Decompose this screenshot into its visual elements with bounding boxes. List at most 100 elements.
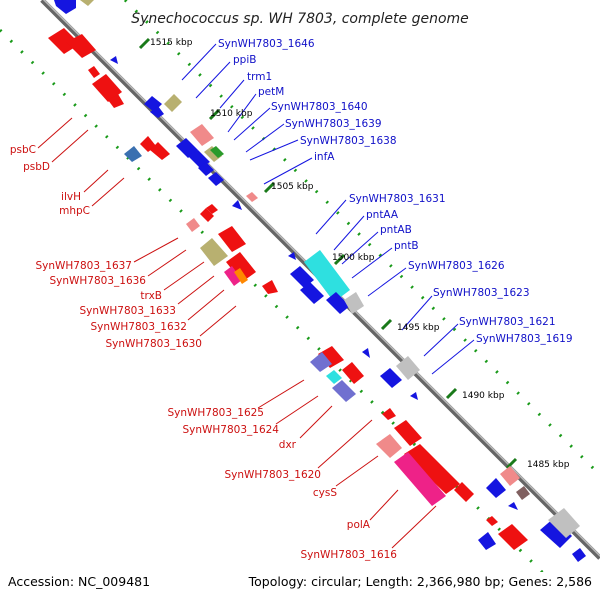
gene-arrow[interactable] [394,420,422,446]
gene-arrow[interactable] [332,380,356,402]
gene-label[interactable]: petM [258,86,284,98]
gene-arrow[interactable] [454,482,474,502]
gene-label[interactable]: ilvH [61,191,81,203]
gene-arrow[interactable] [410,392,418,400]
gene-label[interactable]: SynWH7803_1646 [218,38,315,50]
gene-arrow[interactable] [344,292,364,314]
gene-arrow[interactable] [310,352,332,372]
gene-arrow[interactable] [124,146,142,162]
gene-label[interactable]: pntAA [366,209,399,221]
gene-label[interactable]: SynWH7803_1626 [408,260,505,272]
gene-label[interactable]: trm1 [247,71,272,83]
gene-arrow[interactable] [232,200,242,210]
gene-label[interactable]: polA [347,519,371,531]
gene-label[interactable]: SynWH7803_1633 [79,305,176,317]
gene-label[interactable]: SynWH7803_1616 [300,549,397,561]
gene-label[interactable]: SynWH7803_1623 [433,287,530,299]
gene-label[interactable]: SynWH7803_1636 [49,275,146,287]
gene-arrow[interactable] [498,524,528,550]
gene-arrow[interactable] [226,252,256,282]
gene-arrow[interactable] [540,518,572,548]
gene-arrow[interactable] [394,452,446,506]
gene-arrow[interactable] [342,362,364,384]
scale-label: 1490 kbp [462,391,505,401]
gene-arrow[interactable] [234,268,248,284]
gene-label[interactable]: SynWH7803_1619 [476,333,573,345]
gene-arrow[interactable] [198,162,214,176]
gene-label[interactable]: dxr [279,439,297,451]
scale-label: 1515 kbp [150,38,193,48]
gene-label[interactable]: SynWH7803_1638 [300,135,397,147]
gene-arrow[interactable] [218,226,246,252]
gene-label[interactable]: SynWH7803_1625 [167,407,264,419]
gene-arrow[interactable] [200,238,228,266]
gene-arrow[interactable] [54,0,76,14]
gene-arrow[interactable] [548,508,580,538]
gene-arrow[interactable] [300,282,324,304]
gene-arrow[interactable] [508,502,518,510]
gene-label[interactable]: SynWH7803_1631 [349,193,446,205]
gene-labels-reverse: psbC psbD ilvH mhpC SynWH7803_1637 SynWH… [10,144,397,561]
gene-arrow[interactable] [262,280,278,294]
gene-arrow[interactable] [80,0,94,6]
gene-arrow[interactable] [88,66,100,78]
gene-label[interactable]: infA [314,151,335,163]
scale-labels: 1515 kbp 1510 kbp 1505 kbp 1500 kbp 1495… [150,38,570,470]
gene-arrow[interactable] [318,346,344,368]
gene-arrow[interactable] [326,292,350,314]
gene-label[interactable]: pntB [394,240,419,252]
gene-arrow[interactable] [108,94,124,108]
gene-arrow[interactable] [500,466,520,486]
gene-arrow[interactable] [380,368,402,388]
gene-label[interactable]: SynWH7803_1630 [105,338,202,350]
gene-label[interactable]: SynWH7803_1637 [35,260,132,272]
gene-arrow[interactable] [164,94,182,112]
scale-label: 1505 kbp [271,182,314,192]
gene-arrow[interactable] [110,56,118,64]
gene-arrow[interactable] [200,208,214,222]
gene-arrow[interactable] [486,478,506,498]
gene-arrow[interactable] [288,252,296,260]
gene-arrow[interactable] [92,74,122,102]
gene-label[interactable]: SynWH7803_1639 [285,118,382,130]
gene-label[interactable]: cysS [313,487,337,499]
gene-arrow[interactable] [396,356,420,380]
gene-label[interactable]: psbD [23,161,50,173]
gene-label[interactable]: SynWH7803_1632 [90,321,187,333]
gene-arrow[interactable] [290,266,314,288]
scale-ticks [138,37,518,470]
gene-label[interactable]: ppiB [233,54,256,66]
gene-label[interactable]: SynWH7803_1640 [271,101,368,113]
gene-arrow[interactable] [478,532,496,550]
gene-arrow[interactable] [382,408,396,420]
gene-arrow[interactable] [572,548,586,562]
gene-label[interactable]: mhpC [59,205,90,217]
gene-label[interactable]: trxB [140,290,162,302]
gene-arrow[interactable] [516,486,530,500]
gene-label[interactable]: pntAB [380,224,412,236]
gene-label[interactable]: psbC [10,144,36,156]
gene-arrow[interactable] [210,146,224,158]
gene-arrow[interactable] [150,142,170,160]
gene-arrow[interactable] [66,34,96,58]
gene-arrow[interactable] [404,444,460,494]
genes-forward [54,0,586,562]
gene-arrow[interactable] [204,146,222,162]
gene-arrow[interactable] [486,516,498,526]
gene-arrow[interactable] [326,370,342,384]
gene-arrow[interactable] [224,266,242,286]
gene-label[interactable]: SynWH7803_1620 [224,469,321,481]
gene-arrow[interactable] [208,172,224,186]
topology-text: Topology: circular; Length: 2,366,980 bp… [248,574,592,589]
gene-arrow[interactable] [150,106,164,118]
gene-arrow[interactable] [246,192,258,202]
gene-arrow[interactable] [186,218,200,232]
gene-arrow[interactable] [362,348,370,358]
gene-arrow[interactable] [304,250,350,302]
gene-label[interactable]: SynWH7803_1621 [459,316,556,328]
gene-label[interactable]: SynWH7803_1624 [182,424,279,436]
gene-arrow[interactable] [376,434,402,458]
gene-arrow[interactable] [206,204,218,214]
gene-arrow[interactable] [176,138,198,158]
gene-arrow[interactable] [190,124,214,146]
